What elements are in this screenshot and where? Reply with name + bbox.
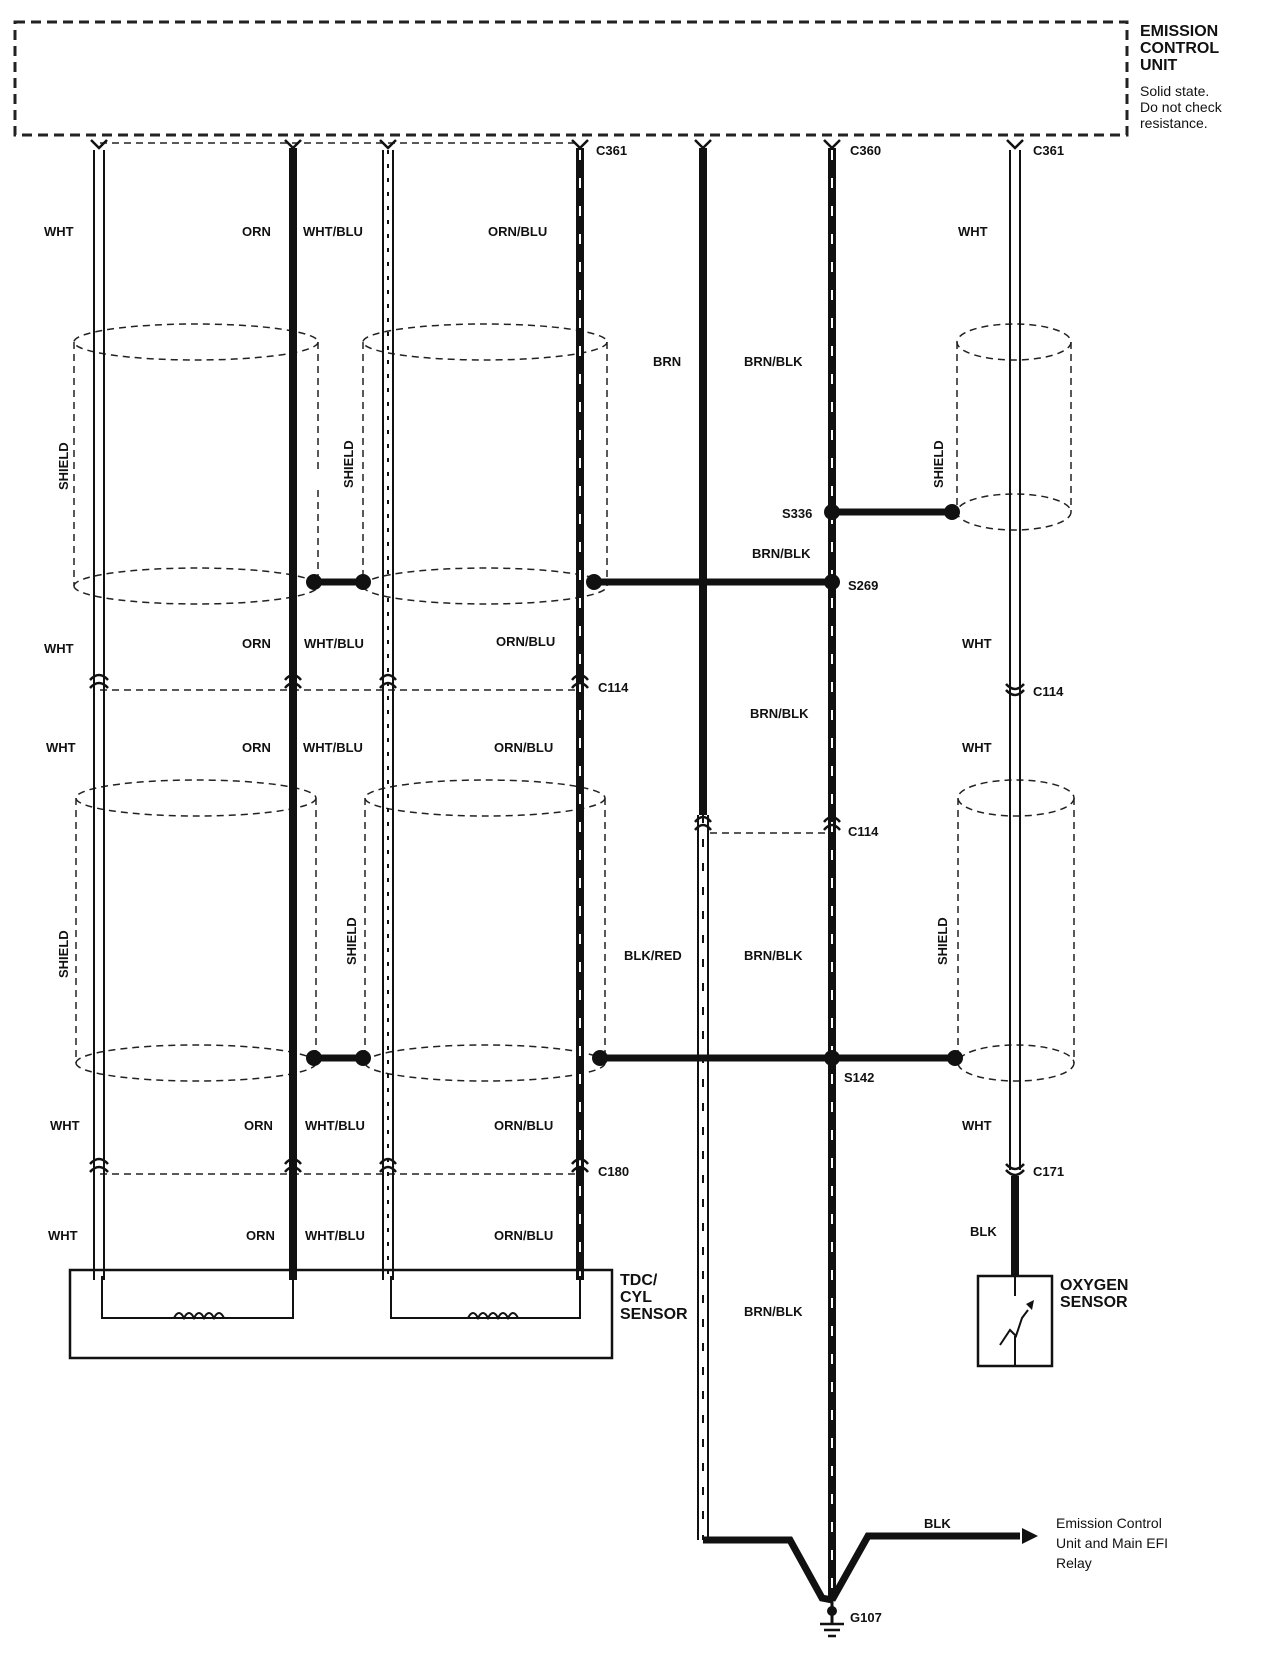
label-whtblu-r4: WHT/BLU xyxy=(305,1118,365,1133)
label-wht-r2: WHT xyxy=(44,641,74,656)
tdc-cyl-sensor xyxy=(68,1268,614,1360)
label-ornblu-r1: ORN/BLU xyxy=(488,224,547,239)
label-whtblu-r3: WHT/BLU xyxy=(303,740,363,755)
connector-c180: C180 xyxy=(598,1164,629,1179)
shield-cylinder-3 xyxy=(956,323,1072,531)
shield-label-3: SHIELD xyxy=(931,440,946,488)
shield-label-2: SHIELD xyxy=(341,440,356,488)
connector-c360: C360 xyxy=(850,143,881,158)
label-whtblu-r2: WHT/BLU xyxy=(304,636,364,651)
label-ornblu-r4: ORN/BLU xyxy=(494,1118,553,1133)
connector-marks xyxy=(89,139,1025,1177)
relay-label-line2: Unit and Main EFI xyxy=(1056,1535,1168,1551)
relay-label-line3: Relay xyxy=(1056,1555,1092,1571)
splice-s142 xyxy=(824,1050,840,1066)
ecu-note-line3: resistance. xyxy=(1140,115,1208,131)
label-brnblk-r2: BRN/BLK xyxy=(752,546,811,561)
connector-c114-c: C114 xyxy=(848,824,879,839)
relay-label-line1: Emission Control xyxy=(1056,1515,1162,1531)
label-ornblu-r2: ORN/BLU xyxy=(496,634,555,649)
ecu-note-line1: Solid state. xyxy=(1140,83,1209,99)
connector-c114-b: C114 xyxy=(1033,684,1064,699)
splice-label-s336: S336 xyxy=(782,506,812,521)
label-wht-right-r1: WHT xyxy=(958,224,988,239)
label-brnblk-r4: BRN/BLK xyxy=(744,948,803,963)
label-whtblu-r5: WHT/BLU xyxy=(305,1228,365,1243)
ecu-title-line3: UNIT xyxy=(1140,57,1178,74)
shield-label-5: SHIELD xyxy=(344,917,359,965)
ecu-note-line2: Do not check xyxy=(1140,99,1223,115)
ecu-title-line1: EMISSION xyxy=(1140,23,1218,40)
label-blk-relay: BLK xyxy=(924,1516,951,1531)
label-wht-r5: WHT xyxy=(48,1228,78,1243)
splice-label-s269: S269 xyxy=(848,578,878,593)
shield-cylinder-1 xyxy=(73,323,319,605)
label-whtblu-r1: WHT/BLU xyxy=(303,224,363,239)
connector-c361-left: C361 xyxy=(596,143,627,158)
wire-wht-2 xyxy=(1009,150,1021,1170)
label-blkred: BLK/RED xyxy=(624,948,682,963)
shield-cylinder-2 xyxy=(362,323,608,605)
tdc-label-line3: SENSOR xyxy=(620,1306,688,1323)
label-orn-r1: ORN xyxy=(242,224,271,239)
label-wht-r4: WHT xyxy=(50,1118,80,1133)
splice-s336 xyxy=(824,504,840,520)
shield-label-1: SHIELD xyxy=(56,442,71,490)
shield-cylinder-5 xyxy=(364,779,606,1082)
label-wht-right-r3: WHT xyxy=(962,740,992,755)
label-orn-r3: ORN xyxy=(242,740,271,755)
relay-arrow xyxy=(1022,1528,1038,1544)
label-wht-right-r4: WHT xyxy=(962,1118,992,1133)
wire-brn xyxy=(697,148,709,1540)
oxygen-label-line2: SENSOR xyxy=(1060,1294,1128,1311)
label-orn-r4: ORN xyxy=(244,1118,273,1133)
shield-label-4: SHIELD xyxy=(56,930,71,978)
splice-label-s142: S142 xyxy=(844,1070,874,1085)
connector-c114-a: C114 xyxy=(598,680,629,695)
connector-c361-right: C361 xyxy=(1033,143,1064,158)
tdc-label-line1: TDC/ xyxy=(620,1272,658,1289)
label-brnblk-r3: BRN/BLK xyxy=(750,706,809,721)
label-orn-r2: ORN xyxy=(242,636,271,651)
ecu-title-line2: CONTROL xyxy=(1140,40,1219,57)
label-wht-r3: WHT xyxy=(46,740,76,755)
oxygen-label-line1: OXYGEN xyxy=(1060,1277,1128,1294)
shield-cylinder-6 xyxy=(957,779,1075,1082)
label-ornblu-r3: ORN/BLU xyxy=(494,740,553,755)
wire-wht-1 xyxy=(93,150,105,1280)
label-brnblk-r5: BRN/BLK xyxy=(744,1304,803,1319)
label-brn: BRN xyxy=(653,354,681,369)
label-wht-right-r2: WHT xyxy=(962,636,992,651)
ground-label: G107 xyxy=(850,1610,882,1625)
shield-label-6: SHIELD xyxy=(935,917,950,965)
label-brnblk-r1: BRN/BLK xyxy=(744,354,803,369)
ground-g107 xyxy=(820,1600,844,1638)
label-blk-oxygen: BLK xyxy=(970,1224,997,1239)
label-orn-r5: ORN xyxy=(246,1228,275,1243)
wire-wht-blu xyxy=(382,150,394,1280)
wire-blk-relay xyxy=(828,1532,1020,1602)
oxygen-sensor xyxy=(976,1274,1054,1368)
ground-converge-left xyxy=(703,1536,833,1604)
label-wht-r1: WHT xyxy=(44,224,74,239)
tdc-label-line2: CYL xyxy=(620,1289,652,1306)
connector-c171: C171 xyxy=(1033,1164,1064,1179)
label-ornblu-r5: ORN/BLU xyxy=(494,1228,553,1243)
splice-s269 xyxy=(824,574,840,590)
shield-cylinder-4 xyxy=(75,779,317,1082)
emission-control-unit-box xyxy=(13,20,1129,137)
